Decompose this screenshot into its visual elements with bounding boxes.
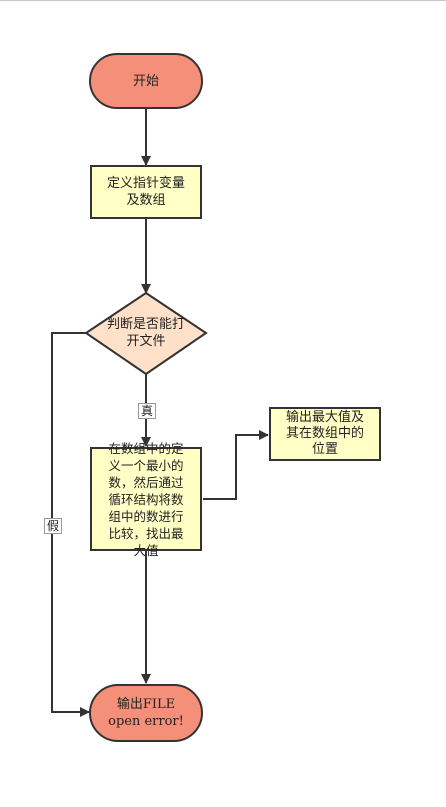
output-max-node-shape bbox=[269, 407, 381, 461]
end-node-label: 输出FILE open error! bbox=[90, 685, 202, 741]
decision-node-shape bbox=[84, 291, 208, 376]
start-node-shape bbox=[89, 53, 203, 109]
false-edge-label: 假 bbox=[44, 518, 63, 534]
output-max-node-label: 输出最大值及 其在数组中的 位置 bbox=[285, 410, 364, 457]
end-node-label-line2: open error! bbox=[108, 714, 184, 729]
decision-node-label: 判断是否能打 开文件 bbox=[106, 317, 185, 349]
edge-process-to-output bbox=[203, 430, 269, 500]
end-node-shape bbox=[89, 684, 203, 742]
true-edge-label: 真 bbox=[138, 403, 157, 419]
process-node-shape bbox=[90, 447, 202, 551]
end-node-label-line1: 输出FILE bbox=[116, 697, 176, 712]
define-node-shape bbox=[90, 165, 202, 219]
process-node-label: 在数组中的定 义一个最小的 数，然后通过 循环结构将数 组中的数进行 比较，找出… bbox=[108, 440, 184, 558]
top-divider bbox=[0, 0, 446, 1]
define-node-label: 定义指针变量 及数组 bbox=[106, 176, 185, 208]
start-node-label: 开始 bbox=[132, 73, 159, 89]
